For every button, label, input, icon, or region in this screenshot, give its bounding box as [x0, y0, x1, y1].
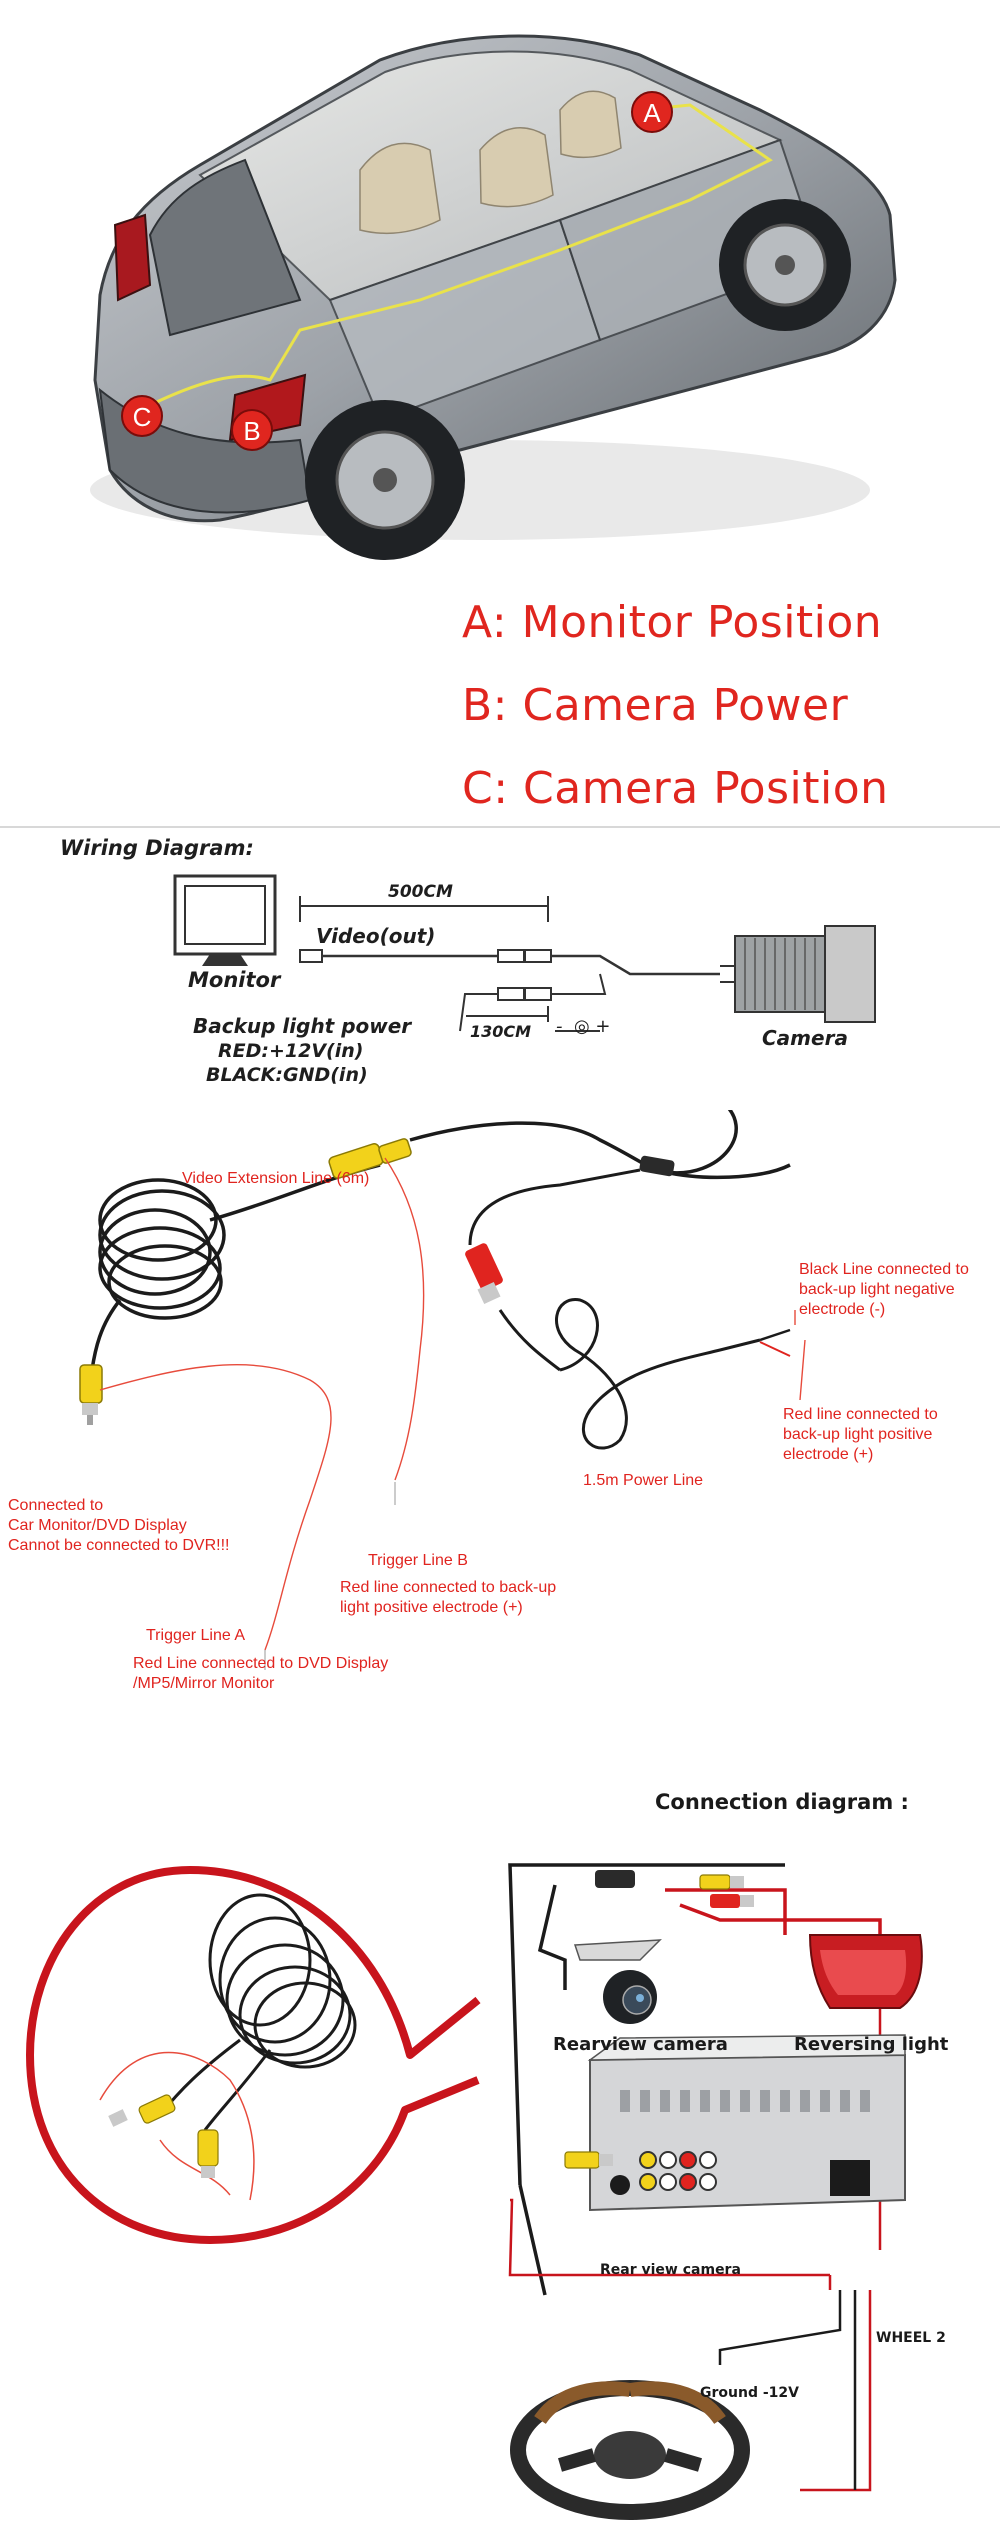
- trigger-a-desc: Red Line connected to DVD Display /MP5/M…: [133, 1654, 388, 1694]
- marker-b: B: [231, 409, 273, 451]
- svg-text:B: B: [243, 416, 260, 446]
- legend-camera-position: C: Camera Position: [462, 763, 889, 814]
- rca-connector-inline: [328, 1138, 412, 1179]
- extension-cable-coil: [90, 1163, 381, 1371]
- monitor-icon: [173, 874, 277, 966]
- wiring-diagram-section: Wiring Diagram:: [0, 826, 1000, 1116]
- connection-diagram-section: Connection diagram :: [0, 1790, 1000, 2525]
- svg-text:A: A: [643, 98, 661, 128]
- power-line-label: 1.5m Power Line: [583, 1472, 704, 1489]
- red-line-note-3: electrode (+): [783, 1446, 874, 1463]
- rca-connector-left: [79, 1364, 103, 1425]
- video-out-label: Video(out): [316, 924, 436, 948]
- video-extension-label: Video Extension Line (6m): [182, 1170, 370, 1187]
- power-line-coil: [555, 1298, 761, 1450]
- car-illustration: A B C: [90, 34, 897, 560]
- trigger-a-desc-2: /MP5/Mirror Monitor: [133, 1675, 275, 1692]
- steering-wheel-icon: [510, 2380, 750, 2520]
- red-line-note-2: back-up light positive: [783, 1426, 933, 1443]
- rear-wheel: [305, 400, 465, 560]
- section-divider: [0, 826, 1000, 828]
- cable-section: Video Extension Line (6m) Black Line con…: [0, 1110, 1000, 1750]
- front-wheel: [719, 199, 851, 331]
- camera-icon: [720, 925, 876, 1023]
- connection-diagram-title: Connection diagram :: [655, 1790, 909, 1814]
- trigger-b-title: Trigger Line B: [368, 1552, 468, 1569]
- black-line-note-2: back-up light negative: [799, 1281, 955, 1298]
- dvd-head-unit: [564, 2034, 906, 2212]
- trigger-a-desc-1: Red Line connected to DVD Display: [133, 1655, 389, 1672]
- camera-label: Camera: [762, 1026, 848, 1050]
- connection-illustration: [26, 1863, 923, 2520]
- black-line-note-1: Black Line connected to: [799, 1261, 969, 1278]
- legend-monitor-position: A: Monitor Position: [462, 597, 883, 648]
- trigger-b-desc-2: light positive electrode (+): [340, 1599, 523, 1616]
- length-500cm: 500CM: [388, 882, 453, 902]
- connected-to-note-3: Cannot be connected to DVR!!!: [8, 1537, 230, 1554]
- marker-c: C: [121, 395, 163, 437]
- wheel-label: WHEEL 2: [876, 2330, 946, 2346]
- ground-label: Ground -12V: [700, 2385, 799, 2401]
- trigger-b-desc: Red line connected to back-up light posi…: [340, 1578, 556, 1618]
- trigger-b-desc-1: Red line connected to back-up: [340, 1579, 557, 1596]
- length-130cm: 130CM: [470, 1022, 532, 1041]
- reversing-light-icon: [808, 1934, 923, 2009]
- reversing-light-label: Reversing light: [794, 2034, 949, 2055]
- trigger-a-title: Trigger Line A: [146, 1627, 246, 1644]
- connected-to-note: Connected to Car Monitor/DVD Display Can…: [8, 1496, 229, 1556]
- rearview-camera-label: Rearview camera: [553, 2034, 728, 2055]
- wiring-diagram-title: Wiring Diagram:: [60, 836, 254, 860]
- svg-text:C: C: [133, 402, 152, 432]
- legend-camera-power: B: Camera Power: [462, 680, 849, 731]
- black-line-note: Black Line connected to back-up light ne…: [799, 1260, 969, 1320]
- rearview-camera-icon: [573, 1939, 662, 2024]
- marker-a: A: [631, 91, 673, 133]
- camera-cable-connector: [595, 1870, 635, 1888]
- red-line-note: Red line connected to back-up light posi…: [783, 1405, 938, 1465]
- connected-to-note-1: Connected to: [8, 1497, 104, 1514]
- rear-view-camera-port-label: Rear view camera: [600, 2262, 741, 2278]
- connected-to-note-2: Car Monitor/DVD Display: [8, 1517, 187, 1534]
- rca-port-grid: [610, 2151, 717, 2195]
- red-12v-label: RED:+12V(in): [218, 1040, 364, 1062]
- red-line-note-1: Red line connected to: [783, 1406, 938, 1423]
- wiring-schematic: [173, 874, 876, 1032]
- red-power-connector: [465, 1243, 561, 1372]
- black-line-note-3: electrode (-): [799, 1301, 886, 1318]
- backup-power-label: Backup light power: [193, 1014, 412, 1038]
- black-gnd-label: BLACK:GND(in): [206, 1064, 368, 1086]
- car-position-section: A B C A: Monitor Position B: Camera Powe…: [0, 0, 1000, 830]
- cable-callout-bubble: [26, 1866, 481, 2244]
- cable-illustration: [79, 1110, 806, 1670]
- monitor-label: Monitor: [188, 968, 281, 992]
- polarity-symbol: - ◎ +: [556, 1016, 611, 1037]
